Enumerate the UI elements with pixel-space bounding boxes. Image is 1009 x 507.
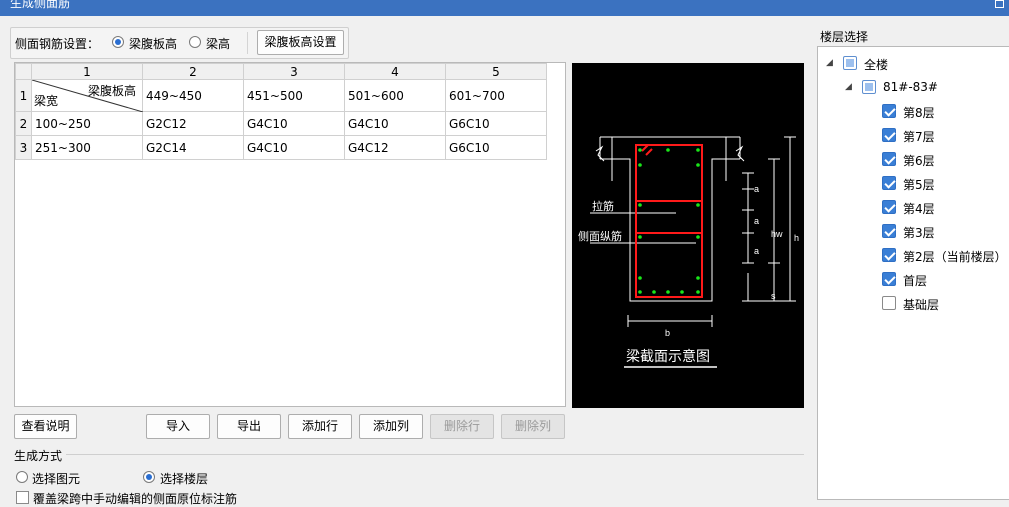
floor-checkbox[interactable] [882, 152, 896, 166]
side-rebar-settings: 侧面钢筋设置： 梁腹板高 梁高 梁腹板高设置 [10, 27, 349, 59]
rebar-cell[interactable]: G6C10 [445, 135, 547, 160]
row-header-2[interactable]: 2 [15, 111, 32, 136]
floor-tree: ◢ 全楼 ◢ 81#-83# 第8层 第7层 第6层 第5层 第4层 第3层 第… [817, 46, 1009, 500]
maximize-button[interactable] [995, 0, 1004, 8]
rebar-grid: 1 2 3 4 5 1 梁腹板高 梁宽 449~450 451~500 501~… [15, 63, 547, 160]
column-header-1[interactable]: 1 [31, 63, 143, 80]
rebar-cell[interactable]: G4C10 [243, 135, 345, 160]
beam-section-diagram: a a a hw h s b 拉筋 侧面纵筋 梁截面示意图 [572, 63, 804, 408]
table-row: 2 100~250 G2C12 G4C10 G4C10 G6C10 [15, 111, 547, 136]
dim-hw-label: hw [771, 229, 783, 239]
generate-mode-label: 生成方式 [14, 449, 63, 463]
export-button[interactable]: 导出 [217, 414, 281, 439]
floor-checkbox[interactable] [882, 224, 896, 238]
tree-item-floor[interactable]: 基础层 [903, 298, 940, 312]
height-range-cell[interactable]: 449~450 [142, 79, 244, 112]
floor-checkbox[interactable] [882, 272, 896, 286]
tree-item-all[interactable]: 全楼 [864, 58, 889, 72]
dim-a-label: a [754, 246, 759, 256]
tie-bar-label: 拉筋 [592, 199, 614, 213]
add-column-button[interactable]: 添加列 [359, 414, 423, 439]
dim-a-label: a [754, 216, 759, 226]
diagonal-line [32, 80, 143, 112]
dim-s-label: s [771, 291, 776, 301]
radio-web-height-label: 梁腹板高 [129, 37, 178, 51]
diagram-caption: 梁截面示意图 [626, 348, 710, 364]
grid-corner [15, 63, 32, 80]
radio-select-floor[interactable] [143, 471, 155, 483]
tree-item-floor[interactable]: 首层 [903, 274, 928, 288]
column-header-4[interactable]: 4 [344, 63, 446, 80]
radio-select-element-label: 选择图元 [32, 472, 81, 486]
delete-row-button[interactable]: 删除行 [430, 414, 494, 439]
expand-arrow-icon[interactable]: ◢ [826, 58, 833, 68]
settings-label: 侧面钢筋设置： [15, 37, 100, 51]
width-range-cell[interactable]: 100~250 [31, 111, 143, 136]
column-header-5[interactable]: 5 [445, 63, 547, 80]
row-header-1[interactable]: 1 [15, 79, 32, 112]
rebar-cell[interactable]: G4C12 [344, 135, 446, 160]
import-button[interactable]: 导入 [146, 414, 210, 439]
column-header-3[interactable]: 3 [243, 63, 345, 80]
radio-beam-height[interactable] [189, 36, 201, 48]
rebar-cell[interactable]: G2C12 [142, 111, 244, 136]
building-checkbox[interactable] [862, 80, 876, 94]
dim-h-label: h [794, 233, 799, 243]
dim-a-label: a [754, 184, 759, 194]
diagonal-header-cell: 梁腹板高 梁宽 [31, 79, 143, 112]
radio-web-height[interactable] [112, 36, 124, 48]
floor-checkbox[interactable] [882, 104, 896, 118]
floor-checkbox[interactable] [882, 176, 896, 190]
header-beam-width: 梁宽 [34, 94, 59, 108]
side-bar-label: 侧面纵筋 [578, 229, 622, 243]
group-divider [66, 454, 804, 455]
tree-item-floor[interactable]: 第4层 [903, 202, 935, 216]
all-floors-checkbox[interactable] [843, 56, 857, 70]
column-header-2[interactable]: 2 [142, 63, 244, 80]
tree-item-floor[interactable]: 第6层 [903, 154, 935, 168]
expand-arrow-icon[interactable]: ◢ [845, 82, 852, 92]
floor-checkbox[interactable] [882, 296, 896, 310]
height-range-cell[interactable]: 501~600 [344, 79, 446, 112]
rebar-cell[interactable]: G4C10 [344, 111, 446, 136]
tree-item-floor[interactable]: 第7层 [903, 130, 935, 144]
rebar-cell[interactable]: G6C10 [445, 111, 547, 136]
rebar-table: 1 2 3 4 5 1 梁腹板高 梁宽 449~450 451~500 501~… [14, 62, 566, 407]
tree-item-floor[interactable]: 第5层 [903, 178, 935, 192]
beam-section-drawing: a a a hw h s b 拉筋 侧面纵筋 梁截面示意图 [578, 136, 799, 368]
floor-checkbox[interactable] [882, 248, 896, 262]
row-header-3[interactable]: 3 [15, 135, 32, 160]
tree-item-floor[interactable]: 第3层 [903, 226, 935, 240]
tree-item-floor[interactable]: 第8层 [903, 106, 935, 120]
height-range-cell[interactable]: 451~500 [243, 79, 345, 112]
table-row: 3 251~300 G2C14 G4C10 G4C12 G6C10 [15, 135, 547, 160]
dim-b-label: b [665, 328, 670, 338]
radio-beam-height-label: 梁高 [206, 37, 231, 51]
tree-item-building[interactable]: 81#-83# [883, 80, 938, 94]
floor-select-label: 楼层选择 [820, 30, 869, 44]
delete-column-button[interactable]: 删除列 [501, 414, 565, 439]
help-button[interactable]: 查看说明 [14, 414, 77, 439]
web-height-settings-button[interactable]: 梁腹板高设置 [257, 30, 344, 55]
width-range-cell[interactable]: 251~300 [31, 135, 143, 160]
tree-item-floor[interactable]: 第2层（当前楼层） [903, 250, 1007, 264]
rebar-cell[interactable]: G4C10 [243, 111, 345, 136]
separator [247, 32, 248, 54]
add-row-button[interactable]: 添加行 [288, 414, 352, 439]
cover-manual-label: 覆盖梁跨中手动编辑的侧面原位标注筋 [33, 492, 238, 506]
height-range-cell[interactable]: 601~700 [445, 79, 547, 112]
radio-select-floor-label: 选择楼层 [160, 472, 209, 486]
window-title: 生成侧面筋 [10, 0, 71, 10]
header-web-height: 梁腹板高 [87, 84, 136, 98]
title-bar: 生成侧面筋 [0, 0, 1009, 16]
floor-checkbox[interactable] [882, 200, 896, 214]
rebar-cell[interactable]: G2C14 [142, 135, 244, 160]
floor-checkbox[interactable] [882, 128, 896, 142]
radio-select-element[interactable] [16, 471, 28, 483]
